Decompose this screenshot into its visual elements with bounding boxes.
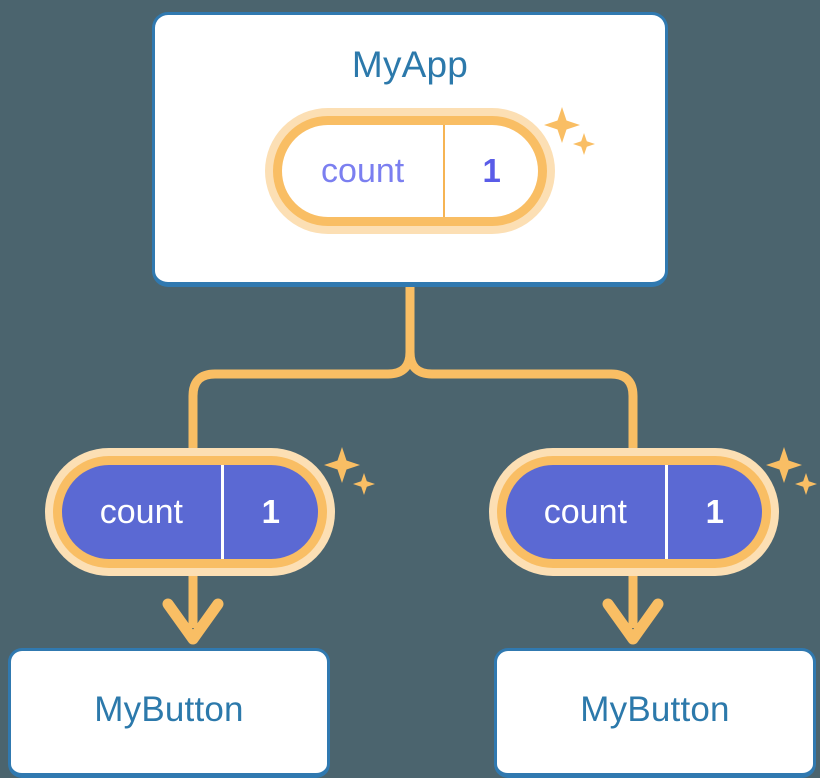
connector-arrow-right-head [602, 598, 664, 645]
connector-branch-left [188, 351, 415, 452]
signal-pill-body: count 1 [62, 465, 318, 559]
connector-arrow-left-head [162, 598, 224, 645]
card-title-myapp: MyApp [351, 44, 469, 85]
node-card-mybutton-right[interactable]: MyButton [494, 648, 816, 778]
signal-pill-root[interactable]: count 1 [265, 108, 555, 234]
signal-pill-label: count [543, 492, 627, 531]
signal-pill-body: count 1 [282, 125, 538, 217]
card-title-mybutton-right: MyButton [580, 690, 730, 729]
signal-pill-body: count 1 [506, 465, 762, 559]
signal-pill-value: 1 [443, 125, 538, 217]
signal-pill-left[interactable]: count 1 [45, 448, 335, 576]
signal-pill-label: count [99, 492, 183, 531]
signal-pill-right[interactable]: count 1 [489, 448, 779, 576]
connector-branch-right [405, 351, 638, 452]
node-card-mybutton-left[interactable]: MyButton [8, 648, 330, 778]
signal-pill-value: 1 [664, 465, 762, 559]
signal-pill-label: count [321, 151, 405, 190]
card-title-mybutton-left: MyButton [94, 690, 244, 729]
signal-pill-value: 1 [220, 465, 318, 559]
